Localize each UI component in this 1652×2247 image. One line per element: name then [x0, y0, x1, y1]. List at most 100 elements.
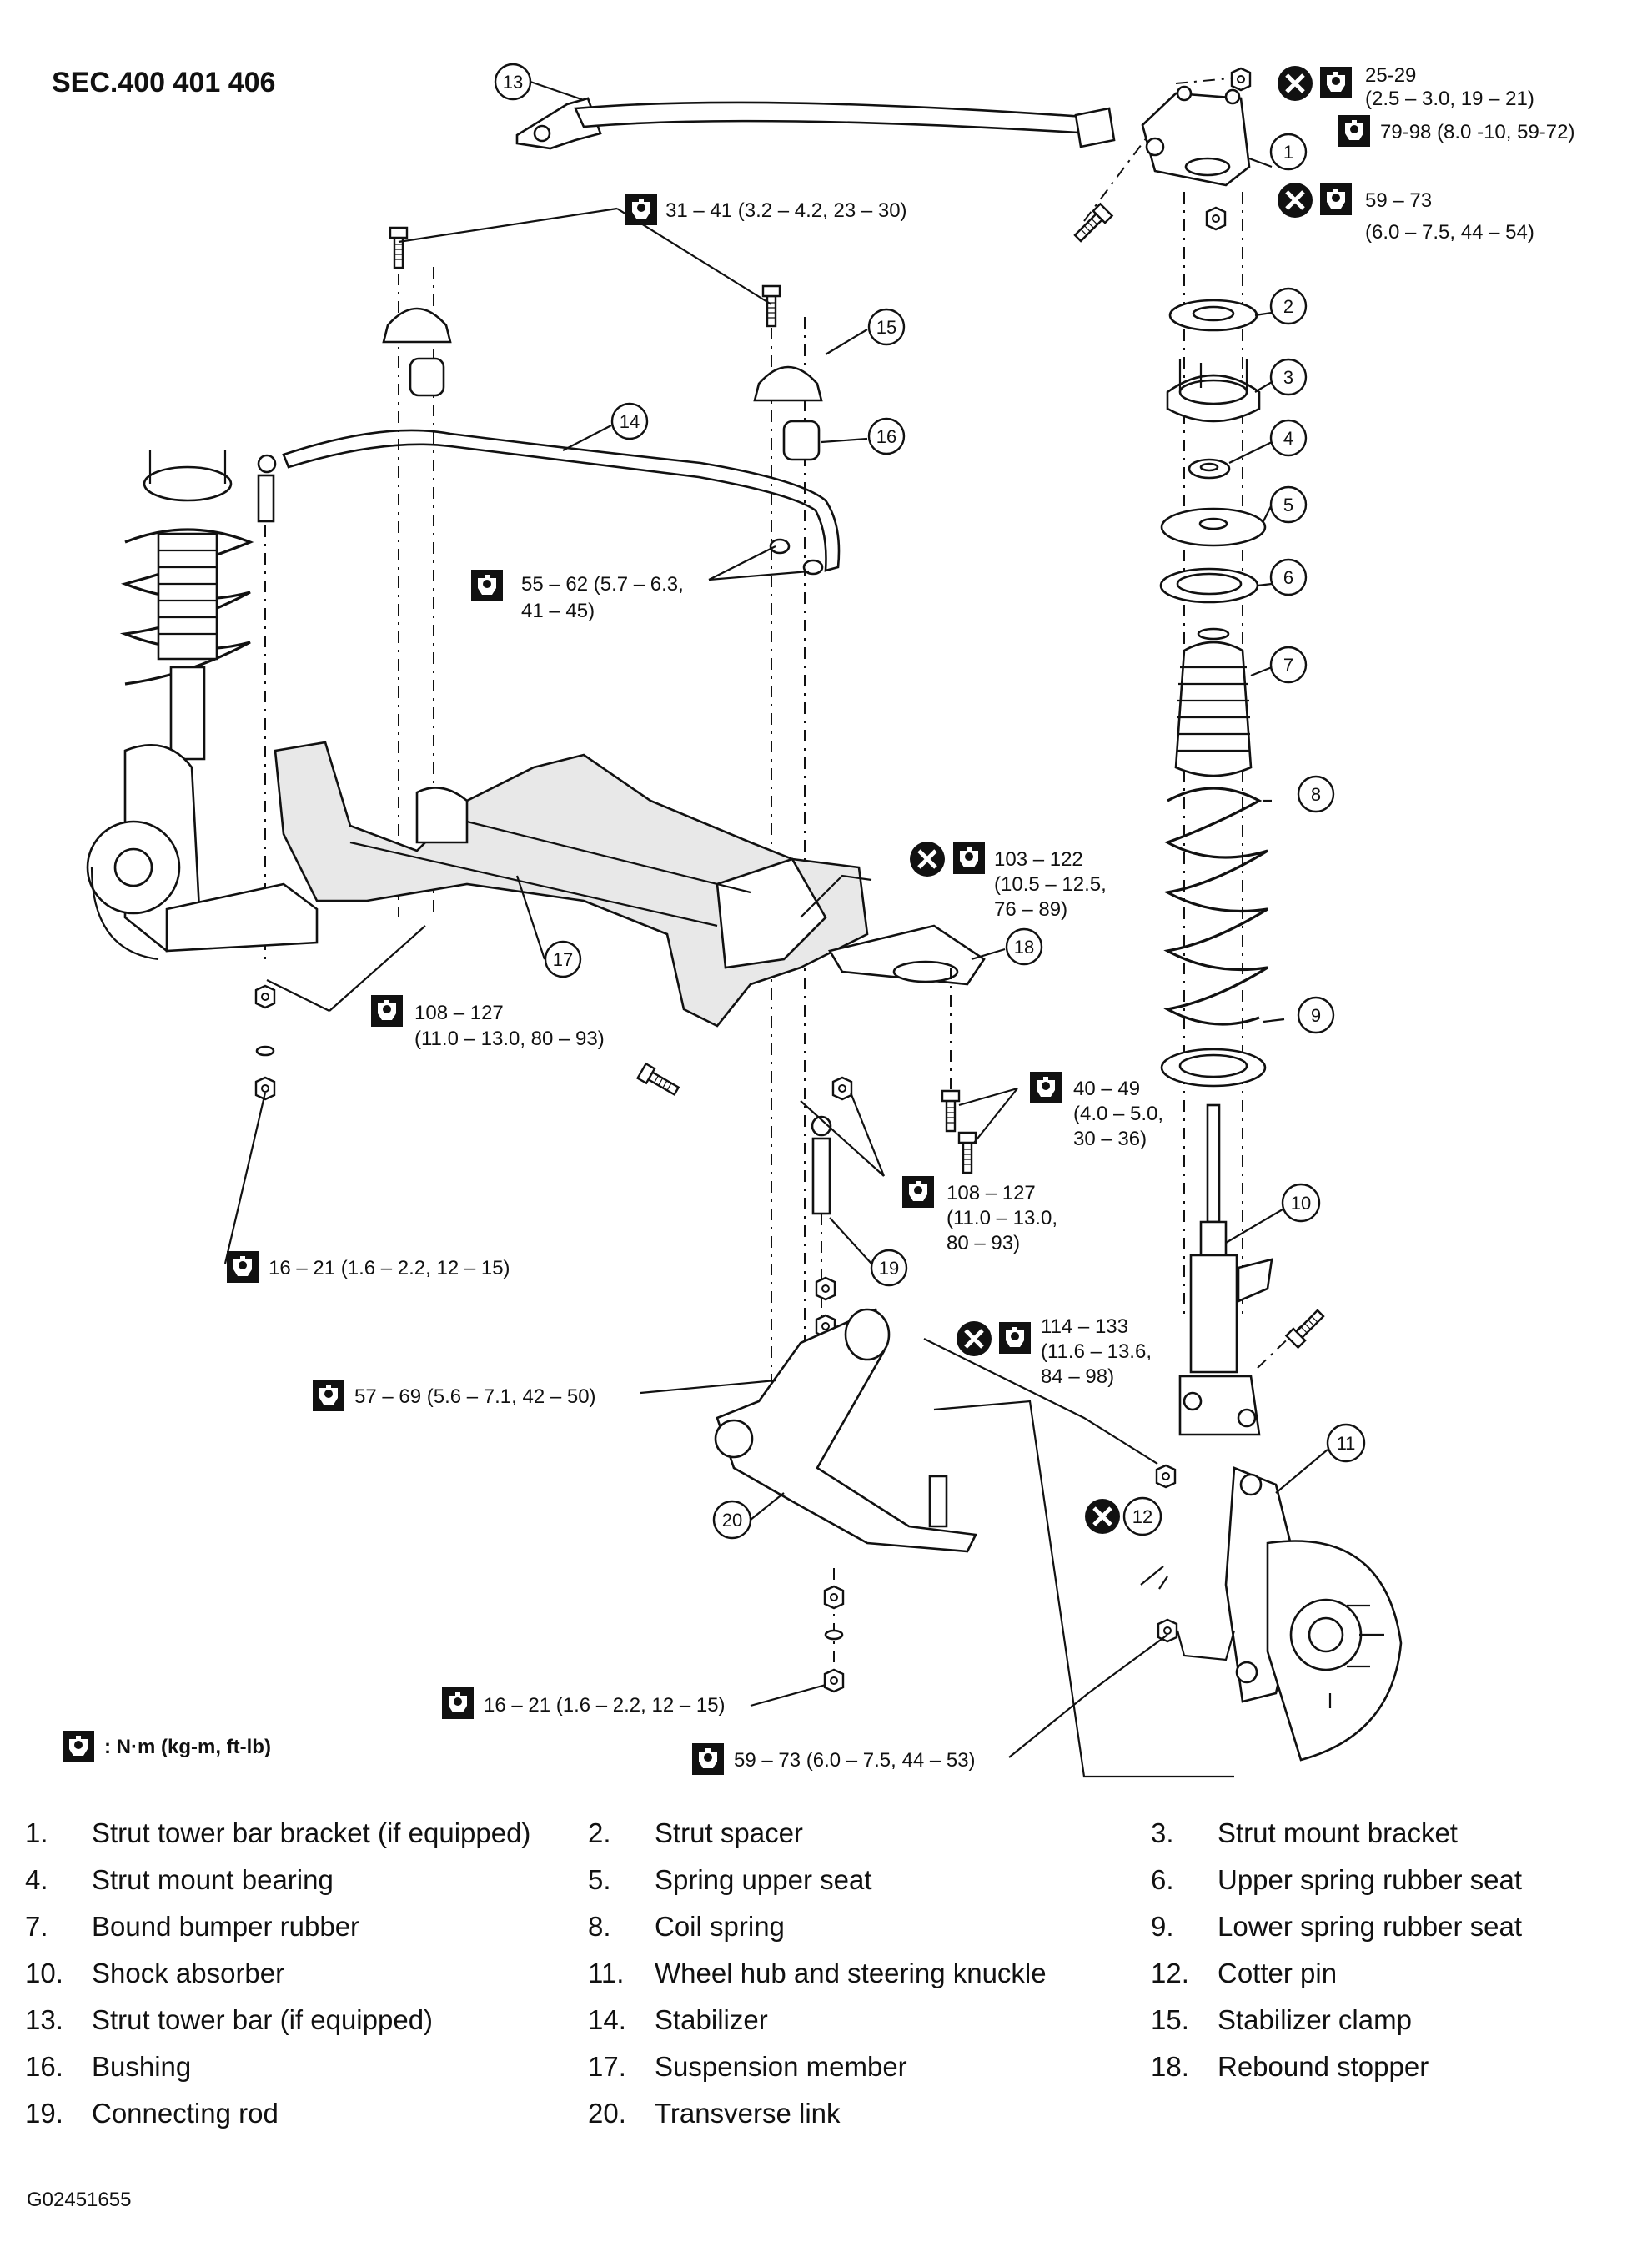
legend-item: 12.Cotter pin	[1151, 1958, 1618, 1989]
callout-11: 11	[1326, 1423, 1366, 1463]
callout-7: 7	[1269, 646, 1308, 684]
svg-text:15: 15	[876, 317, 896, 338]
torque-wrench-icon	[953, 842, 985, 874]
legend-item: 8. Coil spring	[588, 1911, 1151, 1943]
svg-text:41 – 45): 41 – 45)	[521, 600, 595, 622]
svg-text:84 – 98): 84 – 98)	[1041, 1365, 1114, 1388]
legend-row: 13. Strut tower bar (if equipped) 14. Stab…	[25, 1997, 1626, 2043]
legend-item: 1. Strut tower bar bracket (if equipped)	[25, 1817, 588, 1849]
svg-text:16 – 21 (1.6 – 2.2, 12 – 15): 16 – 21 (1.6 – 2.2, 12 – 15)	[484, 1694, 726, 1717]
torque-spec-31-41: 31 – 41 (3.2 – 4.2, 23 – 30)	[625, 194, 907, 225]
legend-number: 9.	[1151, 1911, 1174, 1942]
legend-number: 14.	[588, 2004, 626, 2035]
section-title: SEC.400 401 406	[52, 67, 275, 98]
svg-text:: N·m (kg-m, ft-lb): : N·m (kg-m, ft-lb)	[104, 1736, 271, 1758]
svg-text:108 – 127: 108 – 127	[414, 1002, 504, 1024]
svg-text:(11.0 – 13.0,: (11.0 – 13.0,	[947, 1207, 1057, 1229]
legend-label: Bushing	[92, 2051, 192, 2082]
torque-wrench-icon	[471, 570, 503, 601]
legend-item: 13. Strut tower bar (if equipped)	[25, 2004, 588, 2036]
cotter-pin-discard	[1085, 1499, 1120, 1534]
torque-spec-55-62: 55 – 62 (5.7 – 6.3, 41 – 45)	[471, 570, 684, 622]
legend-row: 19.Connecting rod 20.Transverse link	[25, 2090, 1626, 2137]
svg-text:8: 8	[1311, 784, 1321, 805]
legend-number: 5.	[588, 1864, 611, 1895]
torque-spec-103-122: 103 – 122 (10.5 – 12.5, 76 – 89)	[910, 842, 1107, 921]
legend-item: 9. Lower spring rubber seat	[1151, 1911, 1618, 1943]
wheel-hub-knuckle	[1224, 1466, 1403, 1762]
legend-row: 4. Strut mount bearing 5. Spring upper sea…	[25, 1857, 1626, 1903]
svg-text:59 – 73 (6.0 – 7.5, 44 – 53): 59 – 73 (6.0 – 7.5, 44 – 53)	[734, 1749, 976, 1772]
torque-wrench-icon	[442, 1687, 474, 1719]
callout-3: 3	[1269, 358, 1308, 396]
svg-text:16: 16	[876, 426, 896, 447]
legend-row: 10.Shock absorber 11.Wheel hub and steer…	[25, 1950, 1626, 1997]
legend-item: 3. Strut mount bracket	[1151, 1817, 1618, 1849]
torque-wrench-icon	[692, 1743, 724, 1775]
torque-spec-16-21-lower: 16 – 21 (1.6 – 2.2, 12 – 15)	[442, 1687, 726, 1719]
legend-number: 3.	[1151, 1817, 1174, 1848]
legend-item: 5. Spring upper seat	[588, 1864, 1151, 1896]
callout-18: 18	[1005, 927, 1043, 966]
legend-item: 6.Upper spring rubber seat	[1151, 1864, 1618, 1896]
legend-label: Spring upper seat	[655, 1864, 872, 1895]
discard-icon	[1278, 66, 1313, 101]
svg-text:2: 2	[1283, 296, 1293, 317]
legend-number: 16.	[25, 2051, 63, 2082]
legend-label: Strut tower bar (if equipped)	[92, 2004, 434, 2035]
connecting-rod	[811, 1115, 836, 1351]
rebound-stopper	[827, 924, 986, 1174]
legend-number: 4.	[25, 1864, 48, 1895]
legend-item: 18.Rebound stopper	[1151, 2051, 1618, 2083]
legend-item: 7.Bound bumper rubber	[25, 1911, 588, 1943]
svg-text:(4.0 – 5.0,: (4.0 – 5.0,	[1073, 1103, 1163, 1125]
callout-2: 2	[1269, 287, 1308, 325]
legend-number: 13.	[25, 2004, 63, 2035]
torque-spec-79-98: 79-98 (8.0 -10, 59-72)	[1338, 115, 1574, 147]
svg-text:57 – 69 (5.6 – 7.1, 42 – 50): 57 – 69 (5.6 – 7.1, 42 – 50)	[354, 1385, 596, 1408]
svg-text:(11.0 – 13.0, 80 – 93): (11.0 – 13.0, 80 – 93)	[414, 1028, 605, 1050]
torque-spec-114-133: 114 – 133 (11.6 – 13.6, 84 – 98)	[957, 1315, 1152, 1388]
discard-icon	[1085, 1499, 1120, 1534]
figure-id: G02451655	[27, 2189, 132, 2211]
torque-wrench-icon	[371, 995, 403, 1027]
legend-item: 20.Transverse link	[588, 2098, 1151, 2129]
svg-text:9: 9	[1311, 1005, 1321, 1026]
legend-number: 6.	[1151, 1864, 1174, 1895]
svg-text:59 – 73: 59 – 73	[1365, 189, 1432, 212]
svg-text:76 – 89): 76 – 89)	[994, 898, 1067, 921]
legend-number: 1.	[25, 1817, 48, 1848]
legend-label: Strut spacer	[655, 1817, 803, 1848]
legend-item: 15.Stabilizer clamp	[1151, 2004, 1618, 2036]
legend-label: Stabilizer	[655, 2004, 768, 2035]
discard-icon	[957, 1321, 992, 1356]
legend-label: Strut mount bearing	[92, 1864, 334, 1895]
torque-wrench-icon	[313, 1380, 344, 1411]
svg-text:5: 5	[1283, 495, 1293, 515]
legend-label: Coil spring	[655, 1911, 785, 1942]
torque-wrench-icon	[1320, 183, 1352, 215]
legend-label: Strut mount bracket	[1218, 1817, 1458, 1848]
legend-label: Lower spring rubber seat	[1218, 1911, 1523, 1942]
torque-wrench-icon	[902, 1176, 934, 1208]
svg-text:12: 12	[1132, 1506, 1152, 1527]
legend-item: 16. Bushing	[25, 2051, 588, 2083]
callout-14: 14	[610, 402, 649, 440]
left-connecting-rod	[254, 454, 277, 1101]
svg-text:14: 14	[620, 411, 640, 432]
callout-9: 9	[1297, 996, 1335, 1034]
legend-item: 2.Strut spacer	[588, 1817, 1151, 1849]
torque-spec-57-69: 57 – 69 (5.6 – 7.1, 42 – 50)	[313, 1380, 596, 1411]
torque-wrench-icon	[227, 1251, 259, 1283]
legend-label: Strut tower bar bracket (if equipped)	[92, 1817, 531, 1848]
legend-number: 15.	[1151, 2004, 1189, 2035]
legend-number: 19.	[25, 2098, 63, 2129]
parts-legend: 1.Strut tower bar bracket (if equipped) …	[25, 1810, 1626, 2137]
torque-spec-25-29: 25-29 (2.5 – 3.0, 19 – 21)	[1278, 64, 1534, 110]
callout-10: 10	[1281, 1183, 1321, 1223]
callout-17: 17	[544, 940, 582, 978]
torque-wrench-icon	[1030, 1072, 1062, 1103]
legend-row: 16.Bushing 17.Suspension member 18.Rebou…	[25, 2043, 1626, 2090]
svg-text:6: 6	[1283, 567, 1293, 588]
legend-number: 8.	[588, 1911, 611, 1942]
